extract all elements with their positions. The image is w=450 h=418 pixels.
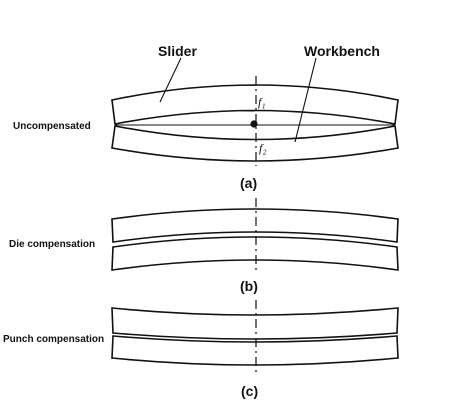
figure-c-punch-compensation: Punch compensation (c) [3, 300, 399, 399]
slider-c-right-edge [396, 307, 399, 334]
workbench-label: Workbench [304, 43, 380, 59]
workbench-left-edge [111, 125, 116, 149]
workbench-right-edge [394, 125, 399, 149]
caption-c: (c) [241, 383, 258, 399]
slider-b-bottom-edge [112, 231, 398, 243]
slider-c-top-edge [111, 307, 399, 316]
contact-point [250, 120, 258, 128]
workbench-top-edge [114, 125, 396, 141]
slider-left-edge [111, 99, 116, 125]
die-compensation-label: Die compensation [9, 239, 95, 250]
workbench-b-top-edge [112, 236, 398, 248]
f2-label: f₂ [259, 141, 267, 155]
slider-b-top-edge [111, 208, 399, 220]
slider-c-bottom-edge [112, 332, 398, 340]
workbench-b-bottom-edge [111, 259, 399, 271]
slider-c-left-edge [111, 307, 114, 334]
slider-bottom-edge [114, 109, 396, 125]
figure-b-die-compensation: Die compensation (b) [9, 198, 399, 294]
caption-b: (b) [240, 278, 258, 294]
slider-label: Slider [158, 43, 197, 59]
punch-compensation-label: Punch compensation [3, 334, 104, 345]
workbench-bottom-edge [111, 147, 399, 162]
caption-a: (a) [240, 175, 257, 191]
slider-leader-line [159, 57, 182, 103]
workbench-c-right-edge [396, 335, 399, 359]
slider-right-edge [394, 99, 399, 125]
workbench-c-left-edge [111, 335, 114, 359]
workbench-c-top-edge [112, 335, 398, 343]
slider-top-edge [111, 84, 399, 101]
slider-b-left-edge [111, 218, 114, 243]
f1-label: f₁ [258, 95, 266, 109]
slider-b-right-edge [396, 218, 399, 243]
workbench-b-right-edge [396, 246, 399, 271]
workbench-b-left-edge [111, 246, 114, 271]
uncompensated-label: Uncompensated [13, 121, 91, 132]
workbench-c-bottom-edge [111, 357, 399, 366]
figure-a-uncompensated: Slider Workbench Uncompensated f₁ f₂ (a) [13, 43, 399, 191]
workbench-leader-line [294, 57, 317, 143]
